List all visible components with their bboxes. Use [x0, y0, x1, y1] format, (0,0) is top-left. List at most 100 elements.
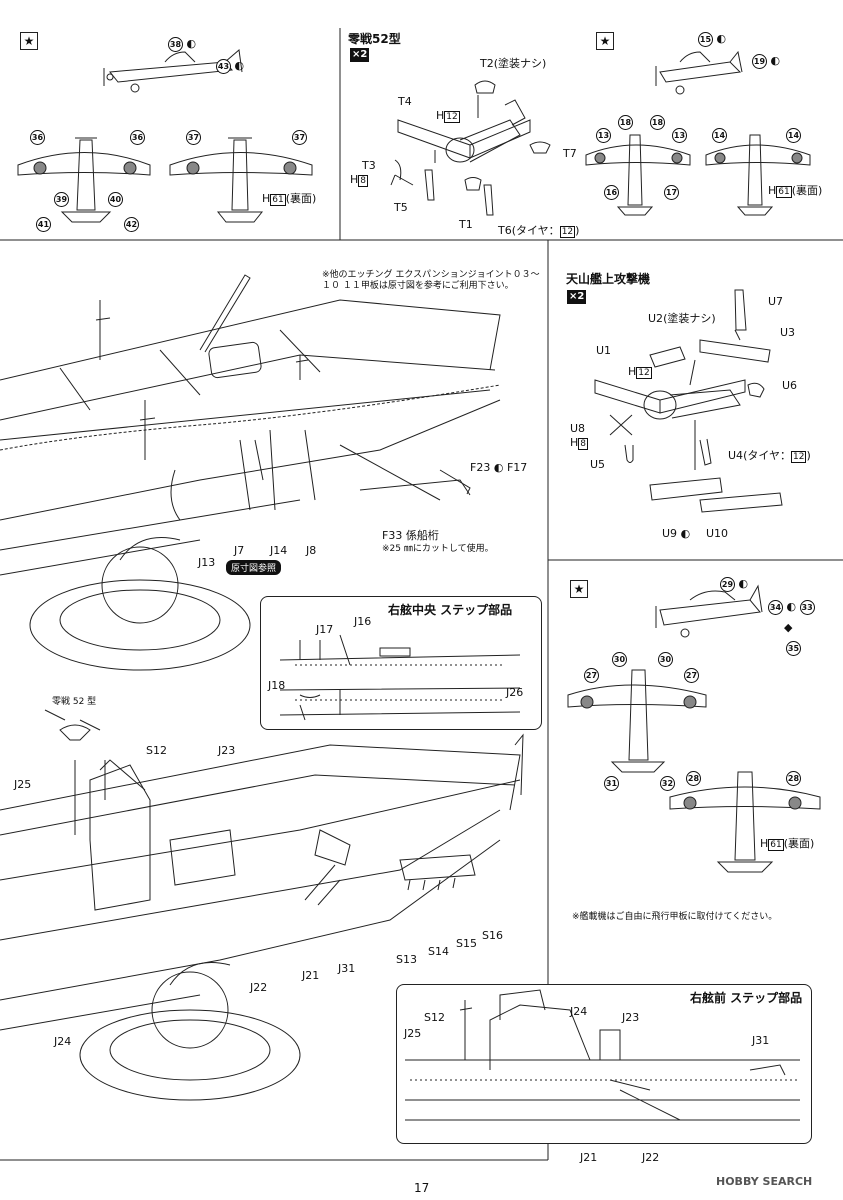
part-j22-front-label: J22	[642, 1151, 660, 1164]
part-s13-label: S13	[396, 953, 417, 966]
zero-52-label: 零戦 52 型	[52, 697, 97, 707]
part-t7-label: T7	[563, 147, 577, 160]
decal-27b-label: 27	[684, 668, 699, 683]
part-j14-label: J14	[270, 544, 288, 557]
decal-30a-label: 30	[612, 652, 627, 667]
tenzan-side-view	[655, 584, 763, 638]
aircraft-placement-note: ※艦載機はご自由に飛行甲板に取付けてください。	[572, 912, 778, 922]
decal-37a-label: 37	[186, 130, 201, 145]
zero-bottom-view-left	[169, 137, 313, 223]
part-t6-label: T6(タイヤ：12)	[498, 224, 580, 238]
part-t4-label: T4	[398, 95, 412, 108]
carrier-upper-view	[0, 274, 501, 671]
part-j31-label: J31	[338, 962, 356, 975]
decal-40-label: 40	[108, 192, 123, 207]
decal-30b-label: 30	[658, 652, 673, 667]
decal-34-33-label: 34 ◐ 33	[768, 600, 815, 615]
inset-mid-frame	[260, 596, 542, 730]
decal-swatch-icon: ◐	[786, 600, 797, 613]
decal-38-label: 38 ◐	[168, 37, 197, 52]
decal-36b-label: 36	[130, 130, 145, 145]
decal-17-label: 17	[664, 185, 679, 200]
star-mark-icon: ★	[570, 580, 588, 598]
part-u2-label: U2(塗装ナシ)	[648, 312, 716, 325]
decal-18b-label: 18	[650, 115, 665, 130]
zero-top-view-left	[17, 137, 151, 223]
zero-assembly-drawing	[390, 80, 551, 216]
decal-swatch-icon: ◐	[493, 461, 504, 474]
part-j25-front-label: J25	[404, 1027, 422, 1040]
decal-29-label: 29 ◐	[720, 577, 749, 592]
part-u1-label: U1	[596, 344, 612, 357]
part-f23-label: F23 ◐ F17	[470, 461, 528, 474]
page-number: 17	[414, 1181, 430, 1195]
decal-13b-label: 13	[672, 128, 687, 143]
part-j16-label: J16	[354, 615, 372, 628]
etching-note: ※他のエッチング エクスパンションジョイント０３～１０ １１甲板は原寸図を参考に…	[322, 270, 540, 291]
decal-swatch-icon: ◐	[234, 59, 245, 72]
zero-bottom-view-right	[705, 134, 811, 216]
part-s15-label: S15	[456, 937, 477, 950]
zero-section-title: 零戦52型	[348, 32, 401, 46]
zero-side-view-right	[655, 50, 743, 95]
decal-32-label: 32	[660, 776, 675, 791]
part-u8-label: U8	[570, 422, 586, 435]
tenzan-assembly-drawing	[594, 289, 783, 513]
quantity-badge: ×2	[567, 290, 587, 304]
decal-27a-label: 27	[584, 668, 599, 683]
part-u7-label: U7	[768, 295, 784, 308]
decal-31-label: 31	[604, 776, 619, 791]
decal-swatch-icon: ◐	[770, 54, 781, 67]
part-u5-label: U5	[590, 458, 606, 471]
decal-swatch-icon: ◐	[738, 577, 749, 590]
part-j21-label: J21	[302, 969, 320, 982]
part-t3-label: T3	[362, 159, 376, 172]
decal-16-label: 16	[604, 185, 619, 200]
decal-swatch-icon: ◐	[186, 37, 197, 50]
decal-15-label: 15 ◐	[698, 32, 727, 47]
star-mark-icon: ★	[20, 32, 38, 50]
zero-top-view-right	[585, 134, 691, 216]
part-u3-label: U3	[780, 326, 796, 339]
tenzan-section-title: 天山艦上攻撃機	[566, 272, 651, 286]
part-j25-label: J25	[14, 778, 32, 791]
part-u6-label: U6	[782, 379, 798, 392]
part-j7-label: J7	[234, 544, 245, 557]
decal-13a-label: 13	[596, 128, 611, 143]
part-j17-label: J17	[316, 623, 334, 636]
part-s12-front-label: S12	[424, 1011, 445, 1024]
f33-cut-note: ※25 ㎜にカットして使用。	[382, 544, 494, 554]
inset-front-title: 右舷前 ステップ部品	[690, 991, 803, 1005]
quantity-badge: ×2	[350, 48, 370, 62]
decal-28b-label: 28	[786, 771, 801, 786]
watermark-logo: HOBBY SEARCH	[716, 1175, 813, 1188]
decal-swatch-icon: ◐	[716, 32, 727, 45]
part-s12-label: S12	[146, 744, 167, 757]
part-j23-label: J23	[218, 744, 236, 757]
part-j8-label: J8	[306, 544, 317, 557]
part-j13-label: J13	[198, 556, 216, 569]
part-j31-front-label: J31	[752, 1034, 770, 1047]
tenzan-bottom-view	[669, 771, 821, 873]
decal-swatch-icon: ◐	[680, 527, 691, 540]
part-j26-label: J26	[506, 686, 524, 699]
decal-18a-label: 18	[618, 115, 633, 130]
decal-39-label: 39	[54, 192, 69, 207]
part-j22-label: J22	[250, 981, 268, 994]
decal-36a-label: 36	[30, 130, 45, 145]
part-t5-label: T5	[394, 201, 408, 214]
decal-14a-label: 14	[712, 128, 727, 143]
part-t1-label: T1	[459, 218, 473, 231]
carrier-lower-view	[0, 709, 524, 1101]
decal-37b-label: 37	[292, 130, 307, 145]
part-t2-label: T2(塗装ナシ)	[480, 57, 547, 70]
part-j24-label: J24	[54, 1035, 72, 1048]
part-j18-label: J18	[268, 679, 286, 692]
decal-41-label: 41	[36, 217, 51, 232]
